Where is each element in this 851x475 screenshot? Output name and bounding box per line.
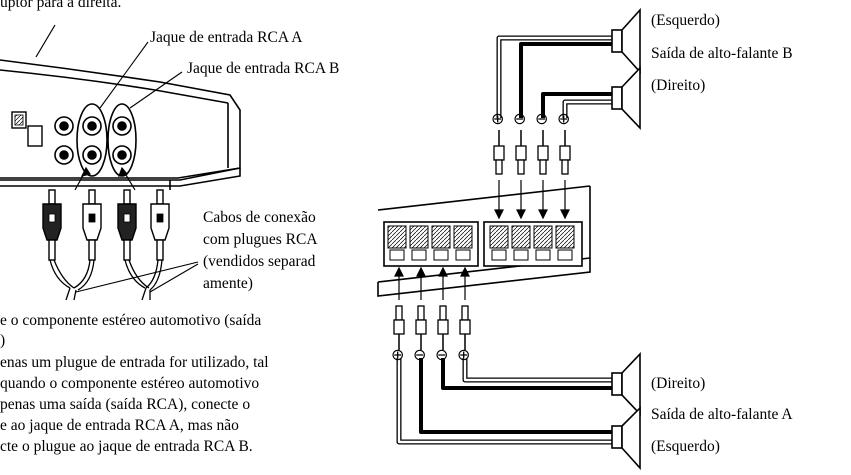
jack-b-label: Jaque de entrada RCA B: [187, 60, 340, 77]
amplifier-rca-panel: [0, 59, 241, 190]
callout-line-jack-b: [129, 71, 183, 109]
polarity-b-3: ⊖: [535, 111, 549, 128]
jack-b-highlight: [107, 103, 137, 177]
terminal-block-a: [383, 221, 479, 267]
polarity-b-4: ⊕: [557, 111, 571, 128]
polarity-a-1: ⊕: [391, 347, 405, 364]
cables-label-line-4: amente): [203, 275, 253, 292]
polarity-a-4: ⊕: [457, 347, 471, 364]
wires-speaker-a: [396, 334, 612, 445]
note-line-2: ): [0, 332, 6, 349]
speaker-b-right-label: (Direito): [651, 77, 706, 94]
note-line-5: penas uma saída (saída RCA), conecte o: [0, 396, 251, 413]
rca-jacks: [54, 116, 132, 165]
rca-plugs: [42, 189, 170, 261]
callout-line-switch: [35, 24, 56, 58]
plug-arrows: [74, 166, 136, 191]
rca-cables: [49, 259, 163, 301]
wires-speaker-b: [496, 35, 612, 146]
arrows-into-block-b: [494, 180, 570, 220]
note-line-7: cte o plugue ao jaque de entrada RCA B.: [0, 438, 253, 455]
speaker-a-left-label: (Esquerdo): [651, 438, 720, 455]
note-line-4: quando o componente estéreo automotivo: [0, 375, 260, 392]
speaker-a-right-label: (Direito): [651, 375, 706, 392]
terminal-block-b: [483, 221, 583, 267]
speaker-b-right: [611, 65, 641, 131]
cables-label-line-2: com plugues RCA: [203, 231, 318, 248]
speaker-b-left: [611, 7, 641, 75]
side-connector: [11, 111, 43, 147]
note-line-1: e o componente estéreo automotivo (saída: [0, 312, 262, 329]
speaker-a-title: Saída de alto-falante A: [651, 406, 793, 423]
wire-connectors-a: [393, 305, 471, 335]
cables-callout-lines: [75, 261, 199, 293]
speaker-b-title: Saída de alto-falante B: [651, 45, 793, 62]
cables-label-line-3: (vendidos separad: [203, 253, 316, 270]
top-fragment-text: uptor para a direita.: [0, 0, 122, 11]
jack-a-highlight: [76, 103, 108, 177]
cables-label-line-1: Cabos de conexão: [203, 209, 316, 226]
polarity-a-2: ⊖: [413, 347, 427, 364]
polarity-b-2: ⊖: [513, 111, 527, 128]
amplifier-speaker-panel: [377, 185, 591, 297]
polarity-a-3: ⊖: [435, 347, 449, 364]
callout-line-jack-a: [99, 41, 149, 109]
note-line-6: e ao jaque de entrada RCA A, mas não: [0, 417, 239, 434]
wire-connectors-b: [493, 145, 571, 175]
note-line-3: enas um plugue de entrada for utilizado,…: [0, 354, 269, 371]
speaker-a-left: [611, 406, 641, 471]
arrows-into-block-a: [394, 266, 470, 300]
speaker-a-right: [611, 351, 641, 417]
speaker-b-left-label: (Esquerdo): [651, 12, 720, 29]
polarity-b-1: ⊕: [491, 111, 505, 128]
jack-a-label: Jaque de entrada RCA A: [150, 29, 303, 46]
